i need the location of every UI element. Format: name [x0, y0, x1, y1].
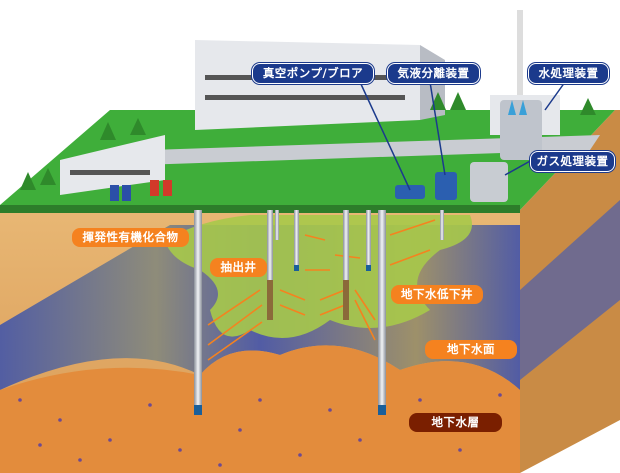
contaminant-plume: [165, 215, 472, 338]
gas-liquid-separator-label: 気液分離装置: [387, 63, 480, 84]
drums: [110, 180, 172, 201]
vacuum-pump: [395, 185, 425, 199]
water-treatment-label: 水処理装置: [528, 63, 609, 84]
main-building: [195, 40, 445, 130]
water-treatment-tank: [500, 100, 542, 160]
dewatering-well-label: 地下水低下井: [391, 285, 483, 304]
gas-treatment-tank: [470, 162, 508, 202]
chimney: [517, 10, 523, 110]
water-table-label: 地下水面: [425, 340, 517, 359]
road: [140, 135, 600, 165]
wells: [194, 210, 444, 415]
flow-arrows: [207, 219, 436, 361]
extraction-well-label: 抽出井: [210, 258, 267, 277]
gas-treatment-label: ガス処理装置: [530, 151, 615, 172]
voc-label: 揮発性有機化合物: [72, 228, 189, 247]
aquifer-layer: [0, 345, 520, 473]
office-building: [60, 135, 165, 195]
separator-tank: [435, 172, 457, 200]
aquifer-label: 地下水層: [409, 413, 502, 432]
vacuum-pump-label: 真空ポンプ/ブロア: [252, 63, 374, 84]
